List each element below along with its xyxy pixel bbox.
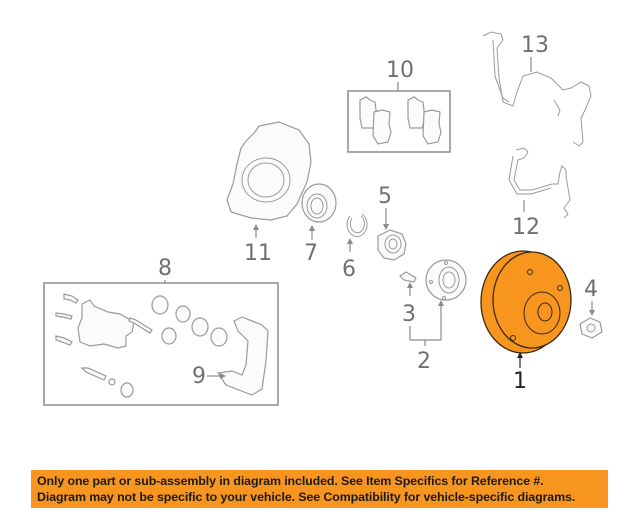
callout-4: 4 <box>584 277 598 302</box>
disclaimer-banner: Only one part or sub-assembly in diagram… <box>31 470 608 508</box>
brake-pads-box <box>347 90 451 153</box>
wheel-bearing-group: 5 <box>377 184 407 261</box>
callout-7: 7 <box>304 241 318 266</box>
callout-10: 10 <box>386 58 414 83</box>
callout-13: 13 <box>521 33 549 58</box>
callout-8: 8 <box>158 256 172 281</box>
dust-seal-group: 7 <box>301 183 337 266</box>
callout-12: 12 <box>512 215 540 240</box>
abs-sensor-group: 13 <box>482 31 592 147</box>
caliper-kit-group: 8 9 <box>43 256 279 406</box>
caliper-bracket-icon <box>216 316 269 396</box>
hub-group: 3 2 <box>399 259 467 374</box>
brake-rotor-group: 1 <box>480 250 572 394</box>
caliper-icon <box>77 299 135 349</box>
brake-pad-icon <box>372 109 392 145</box>
axle-nut-group: 4 <box>579 277 603 339</box>
parts-diagram: 10 13 12 11 7 <box>43 31 603 406</box>
callout-2: 2 <box>417 349 431 374</box>
brake-pad-icon <box>407 96 426 129</box>
hub-bolt-icon <box>399 271 417 283</box>
callout-11: 11 <box>244 241 272 266</box>
brake-hose-group: 12 <box>508 147 571 240</box>
callout-1: 1 <box>513 369 527 394</box>
splash-shield-group: 11 <box>226 121 312 266</box>
axle-nut-icon <box>579 317 603 339</box>
callout-9: 9 <box>192 364 206 389</box>
callout-3: 3 <box>402 302 416 327</box>
disclaimer-line-2: Diagram may not be specific to your vehi… <box>37 490 576 504</box>
callout-6: 6 <box>342 257 356 282</box>
brake-pads-group: 10 <box>347 58 451 153</box>
brake-pad-icon <box>422 109 442 145</box>
disclaimer-line-1: Only one part or sub-assembly in diagram… <box>37 474 544 488</box>
callout-5: 5 <box>378 184 392 209</box>
splash-shield-icon <box>226 121 312 221</box>
snap-ring-group: 6 <box>342 213 368 282</box>
caliper-kit-box <box>43 282 279 406</box>
